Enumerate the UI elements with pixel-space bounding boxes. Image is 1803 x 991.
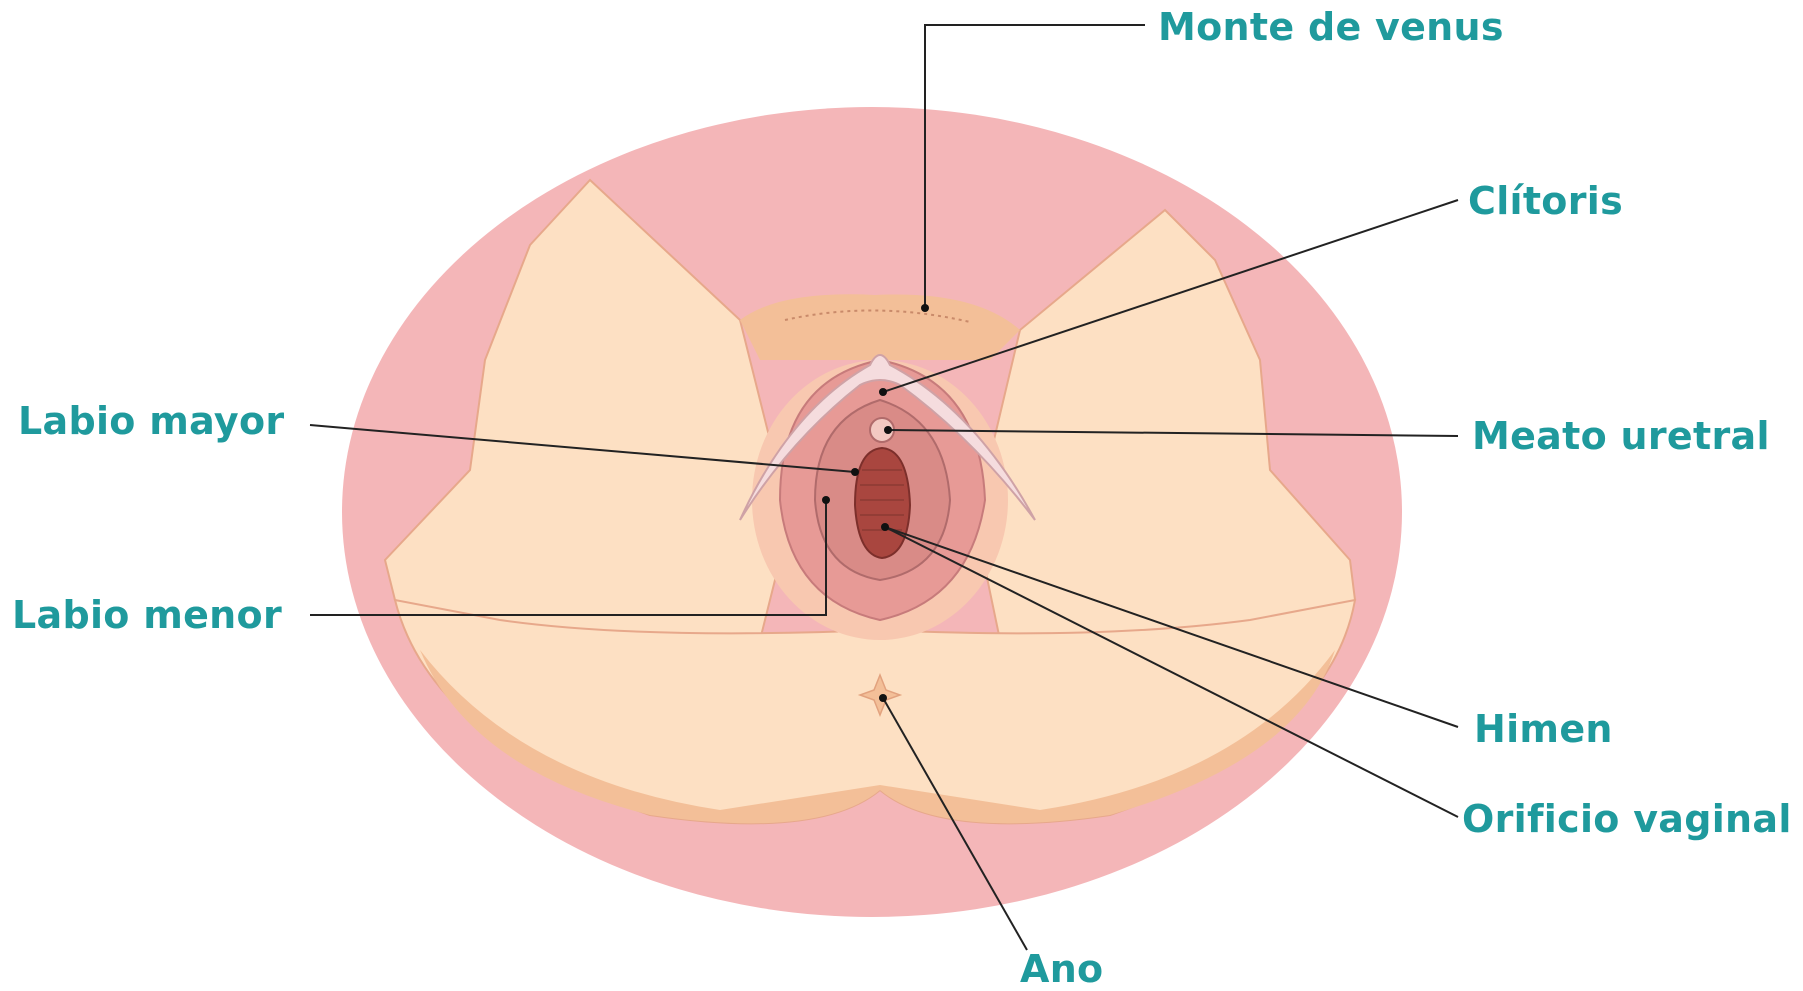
label-himen: Himen: [1474, 710, 1613, 748]
label-labio-mayor: Labio mayor: [18, 402, 284, 440]
label-monte-de-venus: Monte de venus: [1158, 8, 1504, 46]
label-orificio-vaginal: Orificio vaginal: [1462, 800, 1792, 838]
label-ano: Ano: [1020, 950, 1103, 988]
label-labio-menor: Labio menor: [12, 596, 282, 634]
label-meato-uretral: Meato uretral: [1472, 417, 1770, 455]
label-clitoris: Clítoris: [1468, 182, 1623, 220]
vaginal-orifice: [855, 448, 910, 558]
